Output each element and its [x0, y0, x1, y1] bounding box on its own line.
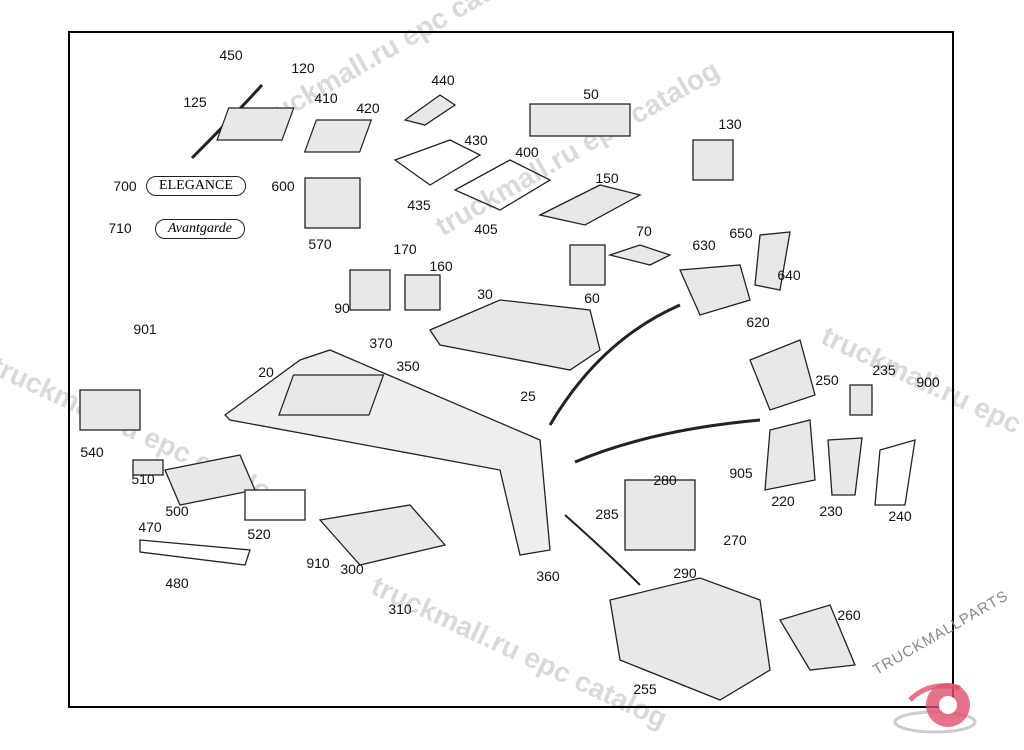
part-label[interactable]: 650: [729, 225, 753, 241]
part-label[interactable]: 170: [393, 241, 417, 257]
part-label[interactable]: 510: [131, 471, 155, 487]
part-label[interactable]: 90: [334, 300, 350, 316]
part-label[interactable]: 60: [584, 290, 600, 306]
arrow-255: [564, 514, 641, 586]
part-130: [692, 139, 734, 181]
part-label[interactable]: 260: [837, 607, 861, 623]
part-label[interactable]: 430: [464, 132, 488, 148]
part-640: [754, 231, 791, 291]
part-label[interactable]: 280: [653, 472, 677, 488]
arrow-620: [548, 303, 681, 426]
part-570: [304, 177, 361, 229]
part-label[interactable]: 230: [819, 503, 843, 519]
part-label[interactable]: 520: [247, 526, 271, 542]
part-label[interactable]: 160: [429, 258, 453, 274]
part-label[interactable]: 250: [815, 372, 839, 388]
part-label[interactable]: 30: [477, 286, 493, 302]
part-label[interactable]: 25: [520, 388, 536, 404]
part-150: [538, 184, 642, 226]
part-label[interactable]: 910: [306, 555, 330, 571]
part-235: [849, 384, 873, 416]
part-label[interactable]: 500: [165, 503, 189, 519]
part-440: [403, 94, 457, 126]
part-420: [303, 119, 373, 153]
part-255: [609, 577, 771, 701]
part-220: [764, 419, 816, 491]
part-540: [79, 389, 141, 431]
arrow-250: [574, 418, 761, 464]
part-label[interactable]: 480: [165, 575, 189, 591]
part-label[interactable]: 700: [113, 178, 137, 194]
part-label[interactable]: 570: [308, 236, 332, 252]
part-410: [216, 107, 295, 141]
part-label[interactable]: 70: [636, 223, 652, 239]
part-label[interactable]: 360: [536, 568, 560, 584]
part-label[interactable]: 300: [340, 561, 364, 577]
part-label[interactable]: 420: [356, 100, 380, 116]
avantgarde-badge: Avantgarde: [154, 219, 246, 239]
diagram-frame: [68, 31, 954, 708]
part-160: [404, 274, 441, 311]
part-label[interactable]: 450: [219, 47, 243, 63]
part-90: [349, 269, 391, 311]
part-label[interactable]: 370: [369, 335, 393, 351]
truckmallparts-logo: [893, 683, 977, 734]
part-label[interactable]: 350: [396, 358, 420, 374]
part-280: [624, 479, 696, 551]
part-label[interactable]: 400: [515, 144, 539, 160]
part-label[interactable]: 710: [108, 220, 132, 236]
part-260: [779, 604, 856, 671]
part-470: [139, 539, 251, 566]
part-label[interactable]: 640: [777, 267, 801, 283]
part-430: [393, 139, 482, 186]
part-label[interactable]: 440: [431, 72, 455, 88]
part-60: [569, 244, 606, 286]
part-400: [453, 159, 552, 211]
part-label[interactable]: 470: [138, 519, 162, 535]
part-label[interactable]: 901: [133, 321, 157, 337]
part-label[interactable]: 620: [746, 314, 770, 330]
part-label[interactable]: 290: [673, 565, 697, 581]
part-label[interactable]: 220: [771, 493, 795, 509]
part-500: [164, 454, 256, 506]
part-30: [429, 299, 601, 371]
part-label[interactable]: 900: [916, 374, 940, 390]
part-label[interactable]: 905: [729, 465, 753, 481]
part-520: [244, 489, 306, 521]
part-label[interactable]: 125: [183, 94, 207, 110]
part-300: [318, 504, 447, 566]
elegance-badge: ELEGANCE: [146, 176, 246, 196]
part-label[interactable]: 150: [595, 170, 619, 186]
part-label[interactable]: 120: [291, 60, 315, 76]
part-label[interactable]: 630: [692, 237, 716, 253]
part-label[interactable]: 240: [888, 508, 912, 524]
part-label[interactable]: 410: [314, 90, 338, 106]
part-label[interactable]: 405: [474, 221, 498, 237]
part-230: [827, 437, 863, 496]
part-50: [529, 103, 631, 137]
part-620: [679, 264, 751, 316]
part-label[interactable]: 540: [80, 444, 104, 460]
part-label[interactable]: 435: [407, 197, 431, 213]
part-label[interactable]: 285: [595, 506, 619, 522]
part-label[interactable]: 235: [872, 362, 896, 378]
part-250: [749, 339, 816, 411]
part-label[interactable]: 20: [258, 364, 274, 380]
part-label[interactable]: 310: [388, 601, 412, 617]
part-label[interactable]: 600: [271, 178, 295, 194]
part-25: [278, 374, 385, 416]
part-510: [132, 459, 164, 476]
part-label[interactable]: 130: [718, 116, 742, 132]
part-70: [607, 244, 672, 266]
part-label[interactable]: 255: [633, 681, 657, 697]
part-label[interactable]: 50: [583, 86, 599, 102]
part-240: [874, 439, 916, 506]
part-label[interactable]: 270: [723, 532, 747, 548]
